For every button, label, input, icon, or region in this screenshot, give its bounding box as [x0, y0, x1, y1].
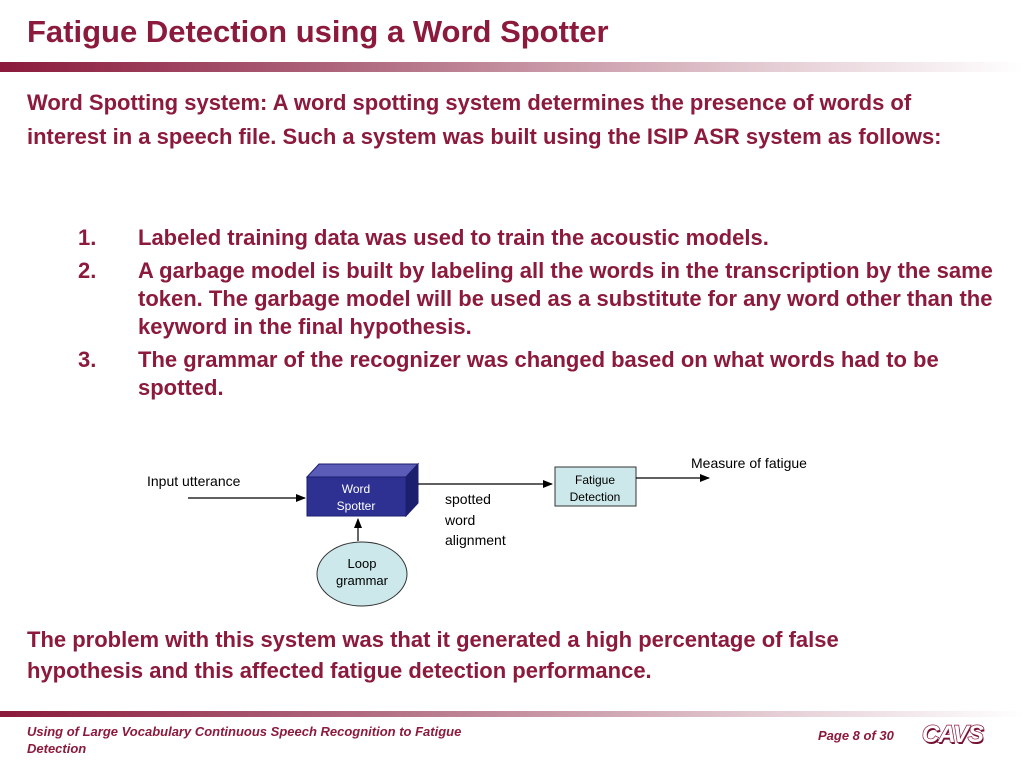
word-spotter-diagram: Input utterance Word Spotter Loop gramma…	[147, 455, 807, 607]
step-number: 2.	[78, 258, 97, 283]
intro-paragraph: Word Spotting system: A word spotting sy…	[27, 90, 942, 149]
word-spotter-label: Spotter	[337, 499, 376, 513]
spotted-word-alignment-label: spotted	[445, 491, 491, 507]
fatigue-detection-box: Fatigue Detection	[554, 466, 637, 507]
slide-title: Fatigue Detection using a Word Spotter	[27, 14, 609, 49]
input-utterance-label: Input utterance	[147, 473, 241, 489]
loop-grammar-ellipse	[316, 541, 408, 607]
footer-presentation-title: Using of Large Vocabulary Continuous Spe…	[27, 724, 462, 756]
step-text: Labeled training data was used to train …	[138, 225, 769, 250]
title-divider	[0, 62, 1024, 72]
step-text: The grammar of the recognizer was change…	[138, 347, 939, 400]
spotted-word-alignment-label: alignment	[445, 532, 506, 548]
word-spotter-box: Word Spotter	[305, 462, 420, 518]
list-item: 1. Labeled training data was used to tra…	[78, 224, 998, 252]
steps-list: 1. Labeled training data was used to tra…	[78, 224, 998, 407]
loop-grammar-label: Loop	[348, 556, 377, 571]
fatigue-detection-rect	[554, 466, 637, 507]
step-text: A garbage model is built by labeling all…	[138, 258, 993, 339]
word-spotter-top-face	[305, 463, 420, 478]
page-number: Page 8 of 30	[818, 728, 894, 743]
fatigue-detection-label: Fatigue	[575, 473, 615, 487]
fatigue-detection-label: Detection	[570, 490, 621, 504]
step-number: 3.	[78, 347, 97, 372]
loop-grammar-label: grammar	[336, 573, 389, 588]
measure-of-fatigue-label: Measure of fatigue	[691, 455, 807, 471]
list-item: 3. The grammar of the recognizer was cha…	[78, 346, 998, 402]
word-spotter-label: Word	[342, 482, 370, 496]
cavs-logo-shadow: CAVS	[923, 723, 985, 750]
cavs-logo-text: CAVS	[922, 721, 984, 748]
word-spotter-front-face	[306, 476, 407, 517]
spotted-word-alignment-label: word	[444, 512, 475, 528]
step-number: 1.	[78, 225, 97, 250]
cavs-logo: CAVS CAVS	[921, 720, 986, 750]
footer-divider	[0, 711, 1024, 717]
list-item: 2. A garbage model is built by labeling …	[78, 257, 998, 341]
conclusion-paragraph: The problem with this system was that it…	[27, 627, 839, 683]
loop-grammar-node: Loop grammar	[316, 541, 408, 607]
